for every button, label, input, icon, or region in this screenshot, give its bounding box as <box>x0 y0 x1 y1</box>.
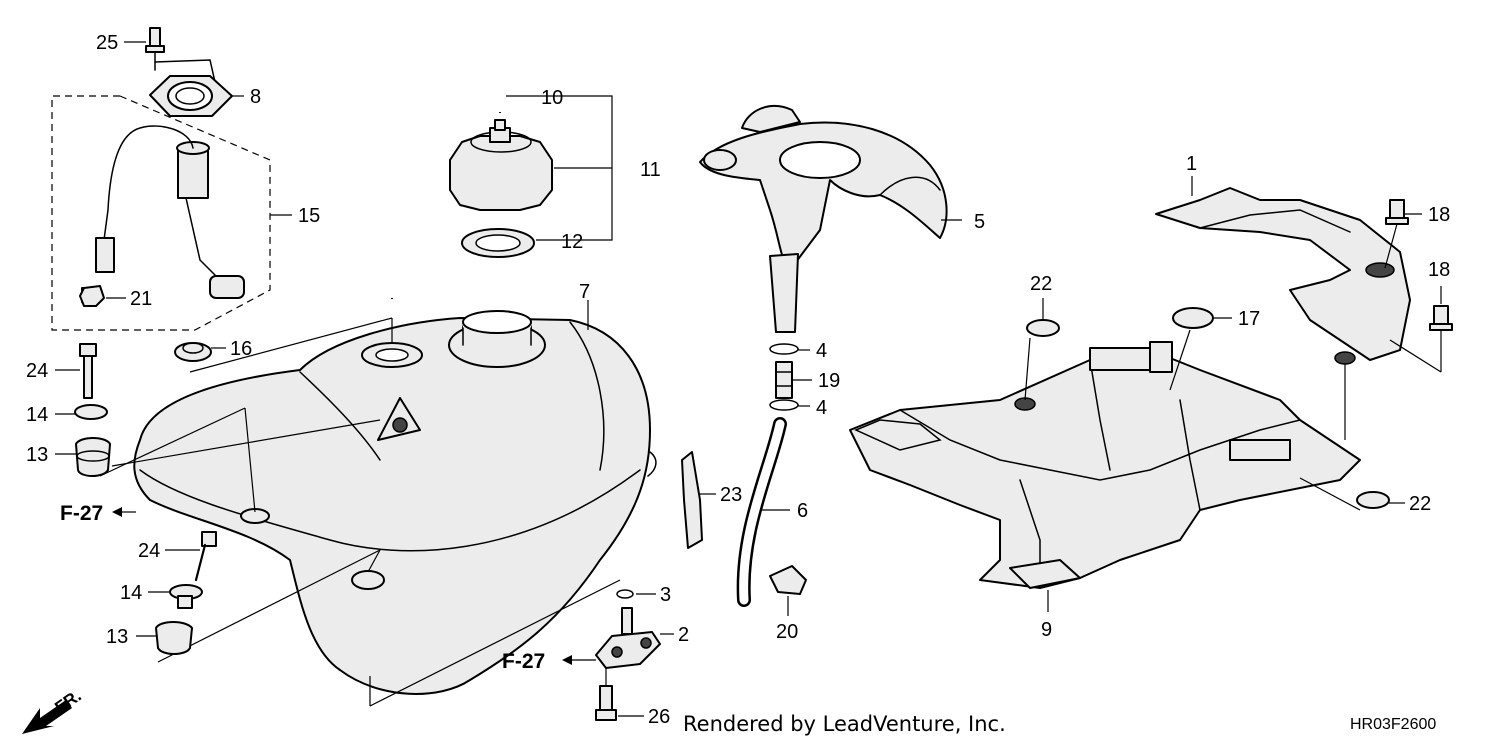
callout-4-upper: 4 <box>816 340 827 362</box>
callout-5: 5 <box>974 211 985 233</box>
callout-11: 11 <box>640 159 661 181</box>
callout-21: 21 <box>130 288 152 310</box>
callout-22-upper: 22 <box>1030 273 1052 295</box>
callout-7: 7 <box>579 281 590 303</box>
callout-16: 16 <box>230 338 252 360</box>
credit-text: Rendered by LeadVenture, Inc. <box>683 712 1006 736</box>
mount-stack-upper <box>74 343 111 477</box>
callout-22-lower: 22 <box>1409 493 1431 515</box>
callout-24-lower: 24 <box>138 540 160 562</box>
callout-24-upper: 24 <box>26 360 48 382</box>
callout-14-upper: 14 <box>26 404 48 426</box>
callout-14-lower: 14 <box>120 582 142 604</box>
callout-25: 25 <box>96 32 118 54</box>
callout-6: 6 <box>797 500 808 522</box>
callout-2: 2 <box>678 624 689 646</box>
fuel-tank <box>133 310 657 695</box>
fuel-pump-plate-group <box>145 27 233 117</box>
callout-13-upper: 13 <box>26 444 48 466</box>
callout-26: 26 <box>648 706 670 728</box>
callout-20: 20 <box>776 621 798 643</box>
callout-12: 12 <box>561 231 583 253</box>
callout-18-upper: 18 <box>1428 204 1450 226</box>
callout-17: 17 <box>1238 308 1260 330</box>
filler-guide <box>699 105 948 333</box>
reference-f27-lower: F-27 <box>502 650 545 673</box>
drawing-code: HR03F2600 <box>1350 716 1437 733</box>
callout-13-lower: 13 <box>106 626 128 648</box>
callout-3: 3 <box>660 584 671 606</box>
callout-19: 19 <box>818 370 840 392</box>
tank-cover <box>849 341 1361 589</box>
callout-23: 23 <box>720 484 742 506</box>
mount-stack-lower <box>155 531 217 655</box>
callout-18-lower: 18 <box>1428 259 1450 281</box>
callout-1: 1 <box>1186 153 1197 175</box>
upper-cover <box>1155 187 1411 365</box>
callout-10: 10 <box>541 87 563 109</box>
fuel-cap <box>449 119 553 211</box>
callout-4-lower: 4 <box>816 397 827 419</box>
callout-8: 8 <box>250 86 261 108</box>
reference-f27-upper: F-27 <box>60 502 103 525</box>
callout-9: 9 <box>1041 619 1052 641</box>
callout-15: 15 <box>298 205 320 227</box>
